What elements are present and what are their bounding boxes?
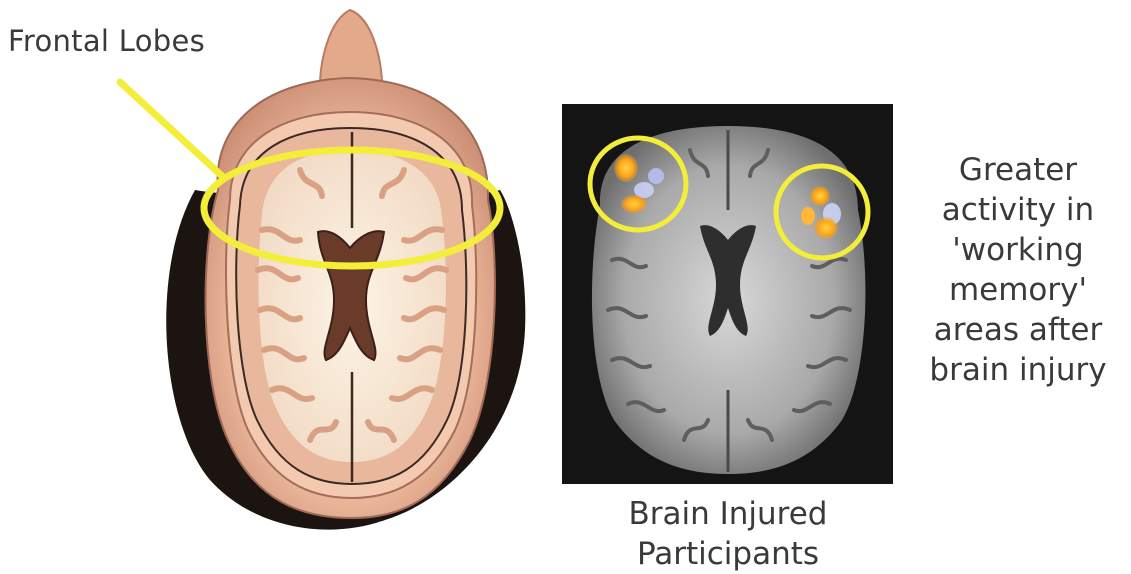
- annotation-line: memory': [908, 270, 1128, 310]
- scan-caption: Brain Injured Participants: [558, 494, 898, 574]
- annotation-line: Greater: [908, 150, 1128, 190]
- caption-line: Participants: [558, 534, 898, 574]
- fmri-scan: [562, 104, 893, 484]
- annotation-line: areas after: [908, 310, 1128, 350]
- frontal-label-pointer: [120, 82, 222, 176]
- caption-line: Brain Injured: [558, 494, 898, 534]
- working-memory-annotation: Greater activity in 'working memory' are…: [908, 150, 1128, 390]
- annotation-line: brain injury: [908, 350, 1128, 390]
- anatomical-brain-illustration: [120, 10, 525, 530]
- annotation-line: activity in: [908, 190, 1128, 230]
- frontal-lobes-label: Frontal Lobes: [8, 24, 205, 59]
- annotation-line: 'working: [908, 230, 1128, 270]
